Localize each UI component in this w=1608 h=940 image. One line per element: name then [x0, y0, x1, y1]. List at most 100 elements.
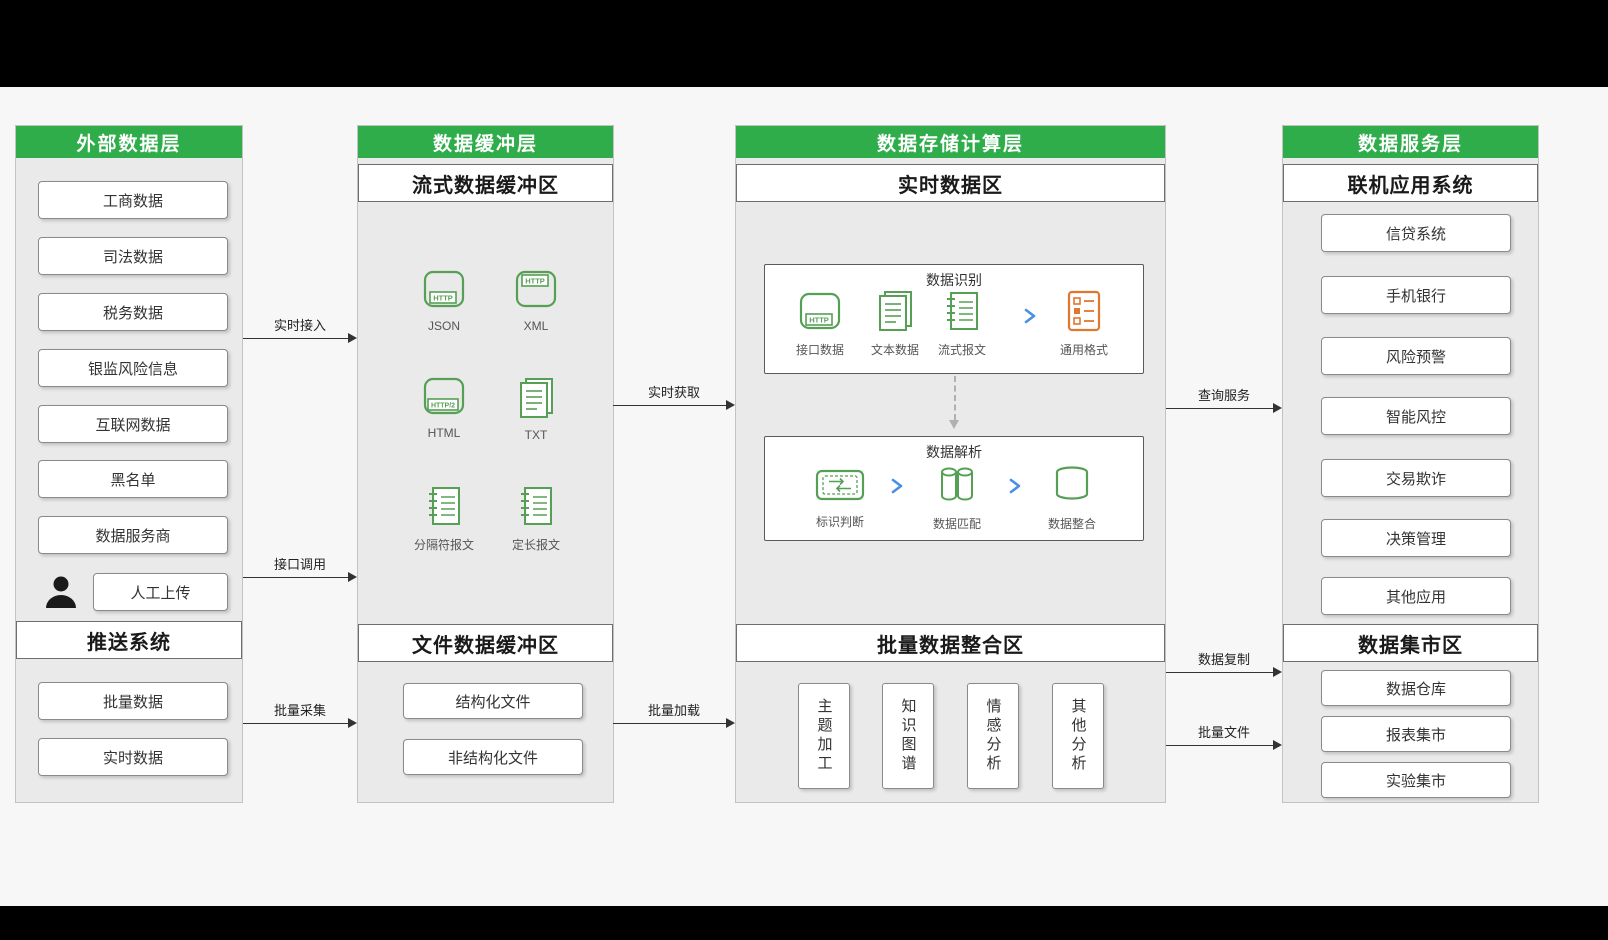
- arrow-label: 实时获取: [647, 385, 700, 400]
- icon-label: TXT: [524, 428, 548, 442]
- data-recognition-title: 数据识别: [926, 272, 982, 288]
- svg-text:HTTP/2: HTTP/2: [431, 403, 455, 410]
- arrow-interface-call: 接口调用: [243, 554, 357, 584]
- bottom-letterbox: [0, 906, 1608, 940]
- file-buffer-subtitle: 文件数据缓冲区: [358, 624, 613, 662]
- arrow-label: 批量采集: [273, 703, 326, 718]
- external-item-manual-upload: 人工上传: [93, 573, 228, 611]
- mart-item-report: 报表集市: [1321, 716, 1511, 752]
- icon-label: JSON: [427, 319, 460, 333]
- stream-format-json: HTTP JSON: [399, 269, 489, 333]
- stream-format-xml: HTTP XML: [491, 269, 581, 333]
- batch-item-knowledge: 知识图谱: [882, 683, 934, 789]
- data-merge-bucket-icon: [1049, 463, 1095, 512]
- icon-label: 分隔符报文: [413, 538, 474, 552]
- stream-format-delimited: 分隔符报文: [399, 484, 489, 553]
- layer-storage-compute: 数据存储计算层 实时数据区 数据识别 HTTP 接口数据: [735, 125, 1166, 803]
- push-item-batch: 批量数据: [38, 682, 228, 720]
- chevron-right-icon: [1023, 307, 1037, 330]
- batch-item-topic: 主题加工: [798, 683, 850, 789]
- recognition-generic-format: 通用格式: [1046, 289, 1122, 358]
- recognition-text-data: 文本数据: [857, 289, 933, 358]
- arrow-label: 查询服务: [1197, 388, 1250, 403]
- external-item-blacklist: 黑名单: [38, 460, 228, 498]
- mart-item-experiment: 实验集市: [1321, 762, 1511, 798]
- html-http2-icon: HTTP/2: [421, 376, 467, 423]
- recognition-interface-data: HTTP 接口数据: [782, 291, 858, 358]
- arrow-batch-load: 批量加载: [613, 700, 735, 730]
- layer-external-data: 外部数据层 工商数据 司法数据 税务数据 银监风险信息 互联网数据 黑名单 数据…: [15, 125, 243, 803]
- stream-format-fixedlength: 定长报文: [491, 484, 581, 553]
- arrow-realtime-access: 实时接入: [243, 315, 357, 345]
- generic-format-checklist-icon: [1063, 289, 1105, 338]
- arrowhead-icon: [348, 718, 357, 728]
- file-item-structured: 结构化文件: [403, 683, 583, 719]
- fixedlength-message-icon: [515, 484, 557, 533]
- data-recognition-panel: 数据识别 HTTP 接口数据: [764, 264, 1144, 374]
- arrowhead-icon: [1273, 403, 1282, 413]
- arrow-realtime-fetch: 实时获取: [613, 382, 735, 412]
- service-item-credit: 信贷系统: [1321, 214, 1511, 252]
- arrow-label: 批量加载: [647, 703, 700, 718]
- external-item-cbrc-risk: 银监风险信息: [38, 349, 228, 387]
- data-parsing-panel: 数据解析 标识判断: [764, 436, 1144, 541]
- data-mart-subtitle: 数据集市区: [1283, 624, 1538, 662]
- icon-label: 定长报文: [511, 538, 560, 552]
- icon-label: 流式报文: [937, 343, 986, 357]
- arrow-label: 批量文件: [1197, 725, 1250, 740]
- service-item-riskwarn: 风险预警: [1321, 337, 1511, 375]
- txt-doc-icon: [515, 376, 557, 425]
- service-item-fraud: 交易欺诈: [1321, 459, 1511, 497]
- arrowhead-icon: [1273, 667, 1282, 677]
- arrow-label: 接口调用: [273, 557, 326, 572]
- svg-text:HTTP: HTTP: [525, 277, 545, 286]
- data-parsing-title: 数据解析: [926, 444, 982, 460]
- icon-label: 标识判断: [815, 515, 864, 529]
- service-item-mobilebank: 手机银行: [1321, 276, 1511, 314]
- service-item-smartrisk: 智能风控: [1321, 397, 1511, 435]
- icon-label: 接口数据: [795, 343, 844, 357]
- xml-http-icon: HTTP: [513, 269, 559, 316]
- chevron-right-icon: [890, 477, 904, 500]
- icon-label: XML: [523, 319, 549, 333]
- service-layer-title: 数据服务层: [1283, 126, 1538, 158]
- parsing-data-match: 数据匹配: [919, 463, 995, 532]
- icon-label: 数据匹配: [932, 517, 981, 531]
- arrowhead-icon: [726, 718, 735, 728]
- batch-area-subtitle: 批量数据整合区: [736, 624, 1165, 662]
- arrowhead-icon: [348, 333, 357, 343]
- arrow-label: 数据复制: [1197, 652, 1250, 667]
- icon-label: 通用格式: [1059, 343, 1108, 357]
- delimiter-message-icon: [423, 484, 465, 533]
- stream-message-icon: [941, 289, 983, 338]
- recognition-stream-message: 流式报文: [924, 289, 1000, 358]
- parsing-data-merge: 数据整合: [1034, 463, 1110, 532]
- push-item-realtime: 实时数据: [38, 738, 228, 776]
- layer-data-buffer: 数据缓冲层 流式数据缓冲区 HTTP JSON HTTP XML: [357, 125, 614, 803]
- arrowhead-icon: [726, 400, 735, 410]
- service-item-decision: 决策管理: [1321, 519, 1511, 557]
- chevron-right-icon: [1008, 477, 1022, 500]
- realtime-area-subtitle: 实时数据区: [736, 164, 1165, 202]
- arrow-query-service: 查询服务: [1166, 385, 1282, 415]
- push-system-subtitle: 推送系统: [16, 621, 242, 659]
- stream-format-txt: TXT: [491, 376, 581, 442]
- stream-format-html: HTTP/2 HTML: [399, 376, 489, 440]
- external-item-internet: 互联网数据: [38, 405, 228, 443]
- mart-item-warehouse: 数据仓库: [1321, 670, 1511, 706]
- icon-label: 数据整合: [1047, 517, 1096, 531]
- top-letterbox: [0, 0, 1608, 87]
- person-icon: [42, 574, 80, 610]
- arrow-batch-file: 批量文件: [1166, 722, 1282, 752]
- buffer-layer-title: 数据缓冲层: [358, 126, 613, 158]
- external-item-business: 工商数据: [38, 181, 228, 219]
- batch-item-other: 其他分析: [1052, 683, 1104, 789]
- interface-data-http-icon: HTTP: [797, 291, 843, 338]
- parsing-id-judgment: 标识判断: [802, 465, 878, 530]
- online-apps-subtitle: 联机应用系统: [1283, 164, 1538, 202]
- json-http-icon: HTTP: [421, 269, 467, 316]
- arrowhead-icon: [1273, 740, 1282, 750]
- batch-item-sentiment: 情感分析: [967, 683, 1019, 789]
- layer-data-service: 数据服务层 联机应用系统 信贷系统 手机银行 风险预警 智能风控 交易欺诈 决策…: [1282, 125, 1539, 803]
